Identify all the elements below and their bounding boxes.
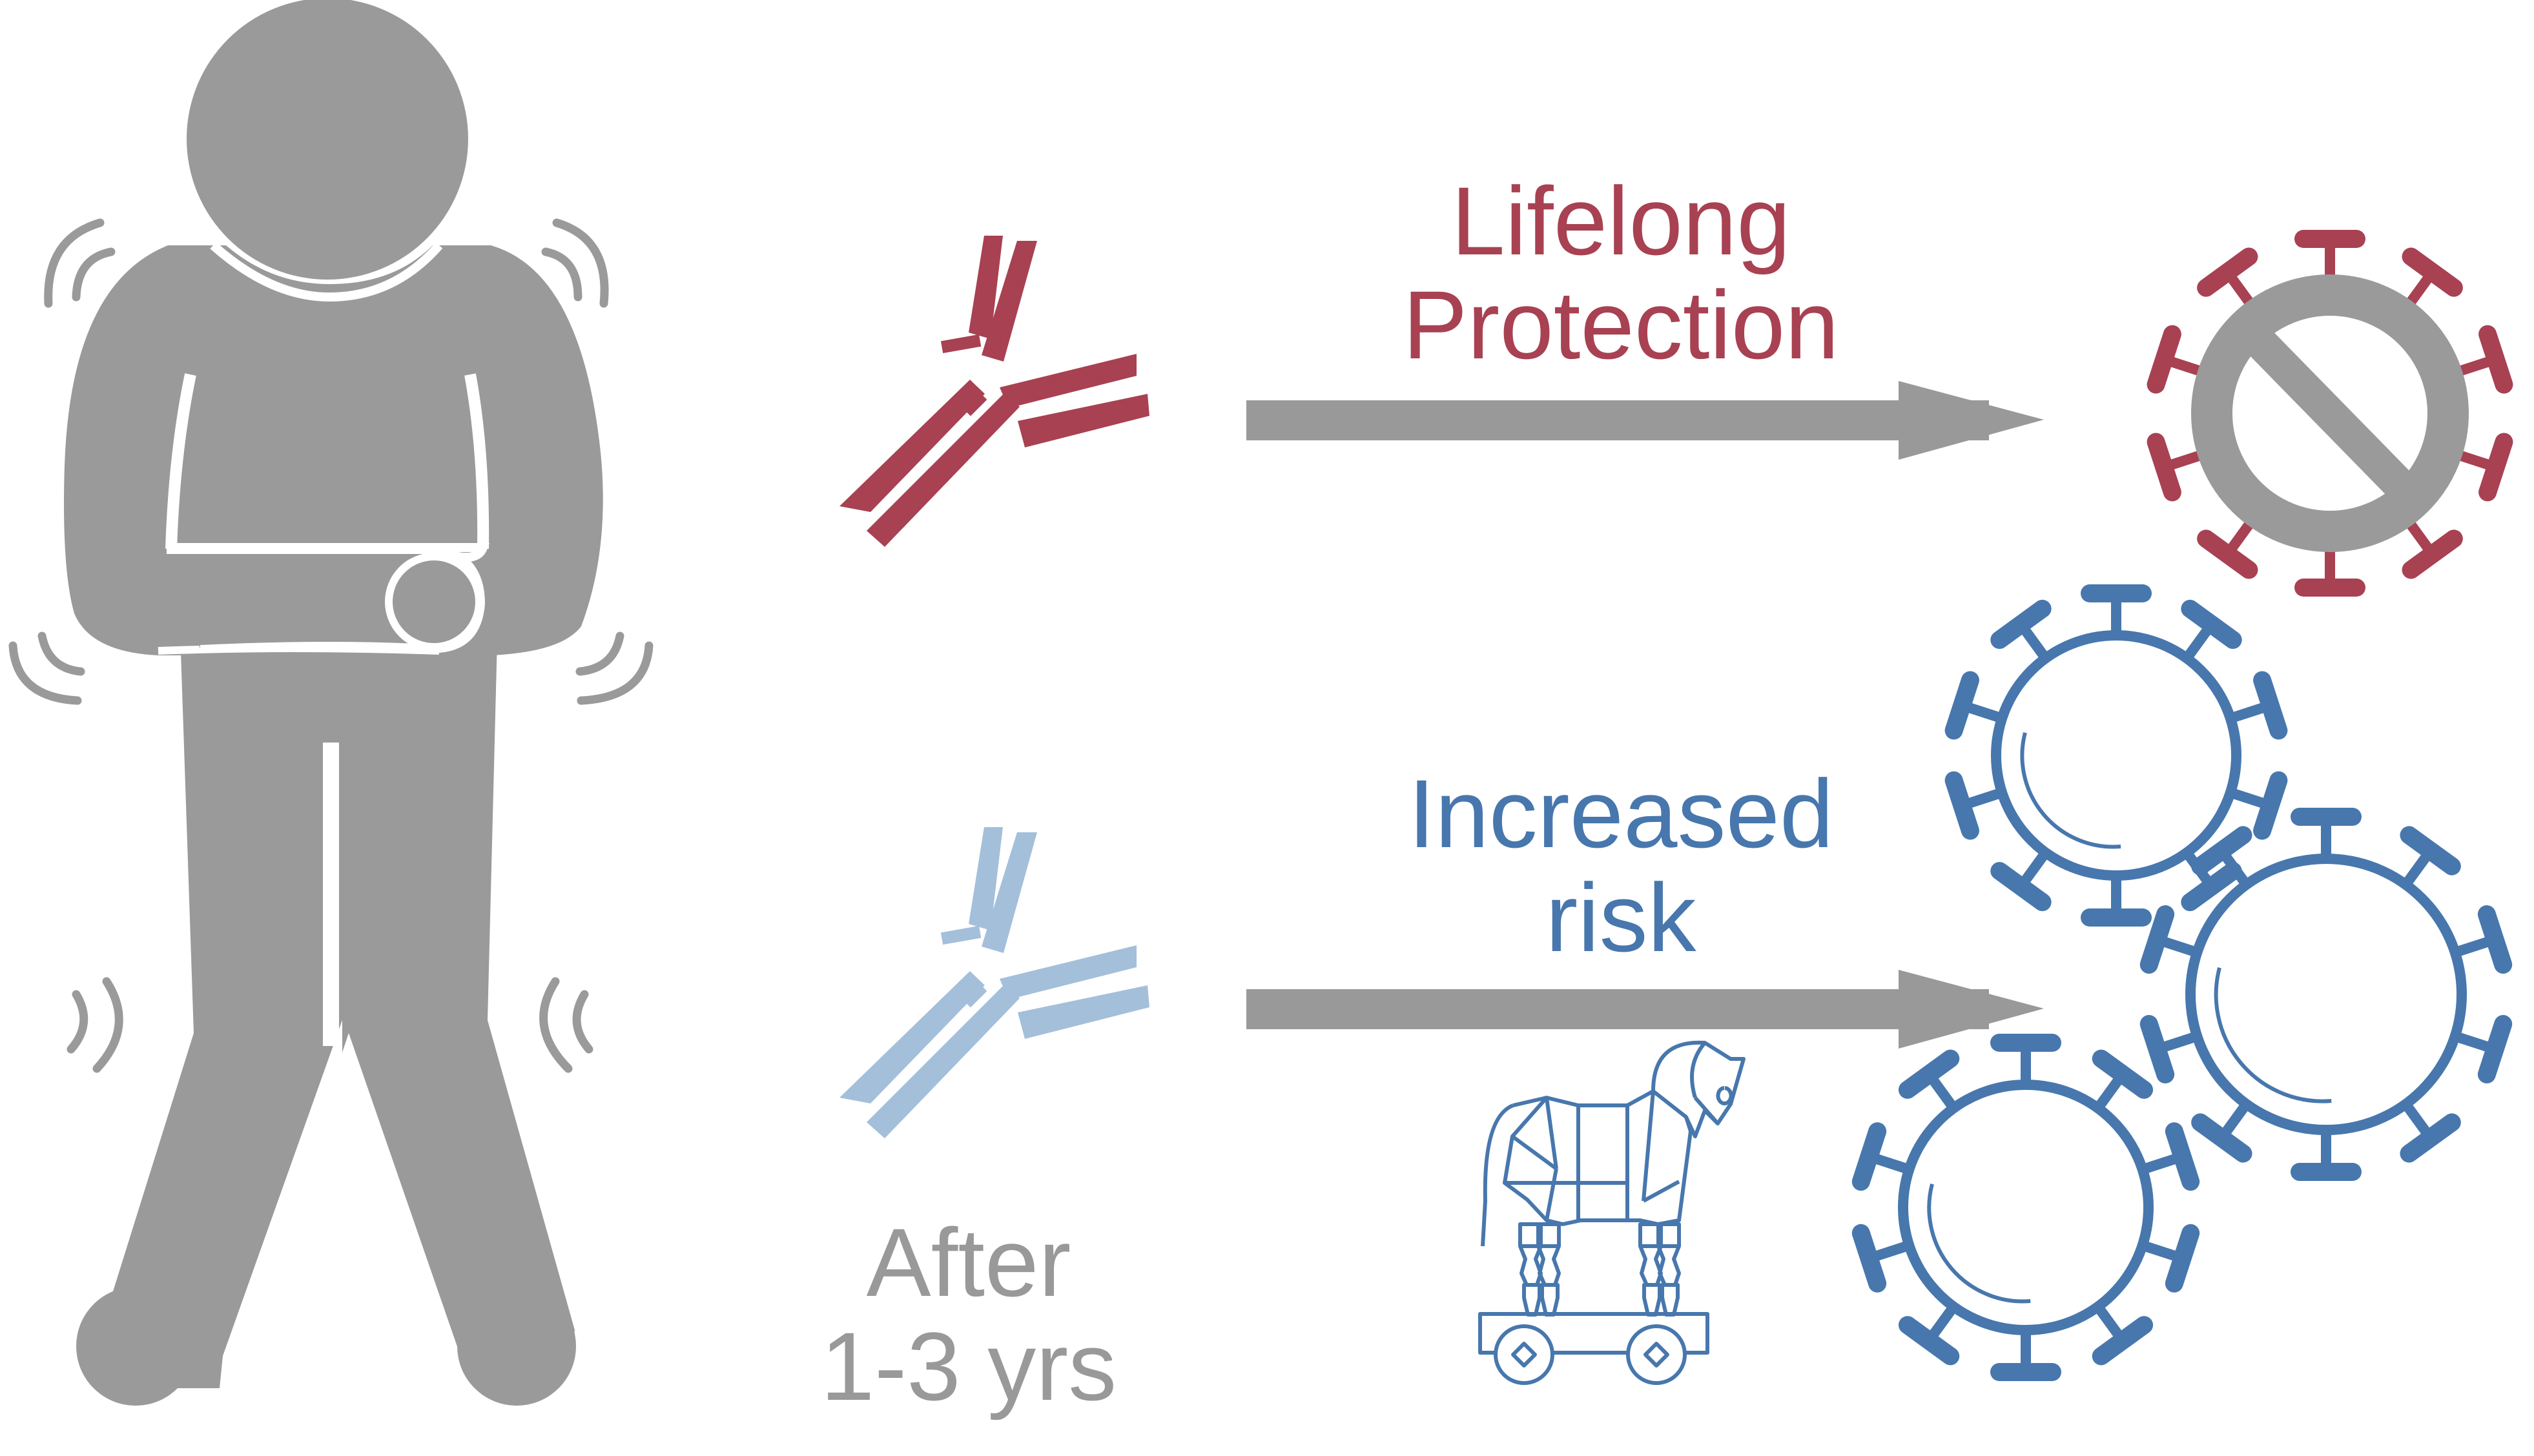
virus-spike <box>2092 1049 2154 1114</box>
virus-spike <box>2226 671 2288 740</box>
virus-spike <box>2181 599 2242 664</box>
virus-spike <box>2291 808 2362 861</box>
virus-spike <box>2226 771 2288 840</box>
shake-marks <box>8 218 654 1073</box>
virus-spike <box>1851 1224 1913 1293</box>
protection-label: Lifelong Protection <box>1330 169 1911 376</box>
virus-spike <box>2081 873 2152 927</box>
virus-spike <box>1898 1301 1960 1366</box>
sick-person-icon <box>8 0 654 1406</box>
time-label-line2: 1-3 yrs <box>820 1311 1117 1420</box>
virus-spike <box>2451 905 2513 974</box>
trojan-horse-icon <box>1478 1040 1746 1385</box>
virus-spike <box>2291 1127 2362 1181</box>
risk-label-line1: Increased <box>1408 759 1834 868</box>
virus-spike <box>1944 771 2006 840</box>
virus-spike <box>1944 671 2006 740</box>
right-arrow-icon <box>1246 381 2044 460</box>
virus-spike <box>1851 1122 1913 1191</box>
virus-spike <box>2191 826 2252 890</box>
virus-spike <box>2294 543 2365 597</box>
protection-label-line2: Protection <box>1403 270 1839 379</box>
virus-spike <box>2451 1014 2513 1083</box>
right-leg <box>342 639 575 1395</box>
virus-spike <box>2294 230 2365 283</box>
risk-label: Increased risk <box>1330 762 1911 969</box>
prohibition-icon <box>2191 274 2469 552</box>
virus-spike <box>2138 1122 2200 1191</box>
virus-icon <box>1944 584 2288 927</box>
time-label: After 1-3 yrs <box>743 1211 1195 1418</box>
risk-label-line2: risk <box>1545 863 1696 972</box>
virus-icon <box>1851 1034 2200 1381</box>
virus-spike <box>2191 1098 2252 1163</box>
time-label-line1: After <box>866 1208 1071 1317</box>
protection-label-line1: Lifelong <box>1451 167 1791 275</box>
virus-spike <box>2081 584 2152 638</box>
virus-spike <box>2139 905 2201 974</box>
virus-spike <box>1990 599 2052 664</box>
person-head <box>187 0 468 280</box>
virus-spike <box>2400 826 2461 890</box>
antibody-icon-strong <box>840 236 1149 547</box>
virus-spike <box>1990 1328 2061 1381</box>
virus-spike <box>2400 1098 2461 1163</box>
left-leg <box>97 639 342 1388</box>
right-arrow-icon <box>1246 970 2044 1049</box>
virus-spike <box>2139 1014 2201 1083</box>
virus-spike <box>2138 1224 2200 1293</box>
virus-spike <box>2092 1301 2154 1366</box>
virus-spike <box>1990 847 2052 912</box>
virus-spike <box>1990 1034 2061 1087</box>
virus-icon <box>2139 808 2513 1181</box>
virus-spike <box>1898 1049 1960 1114</box>
antibody-icon-waning <box>840 827 1149 1138</box>
